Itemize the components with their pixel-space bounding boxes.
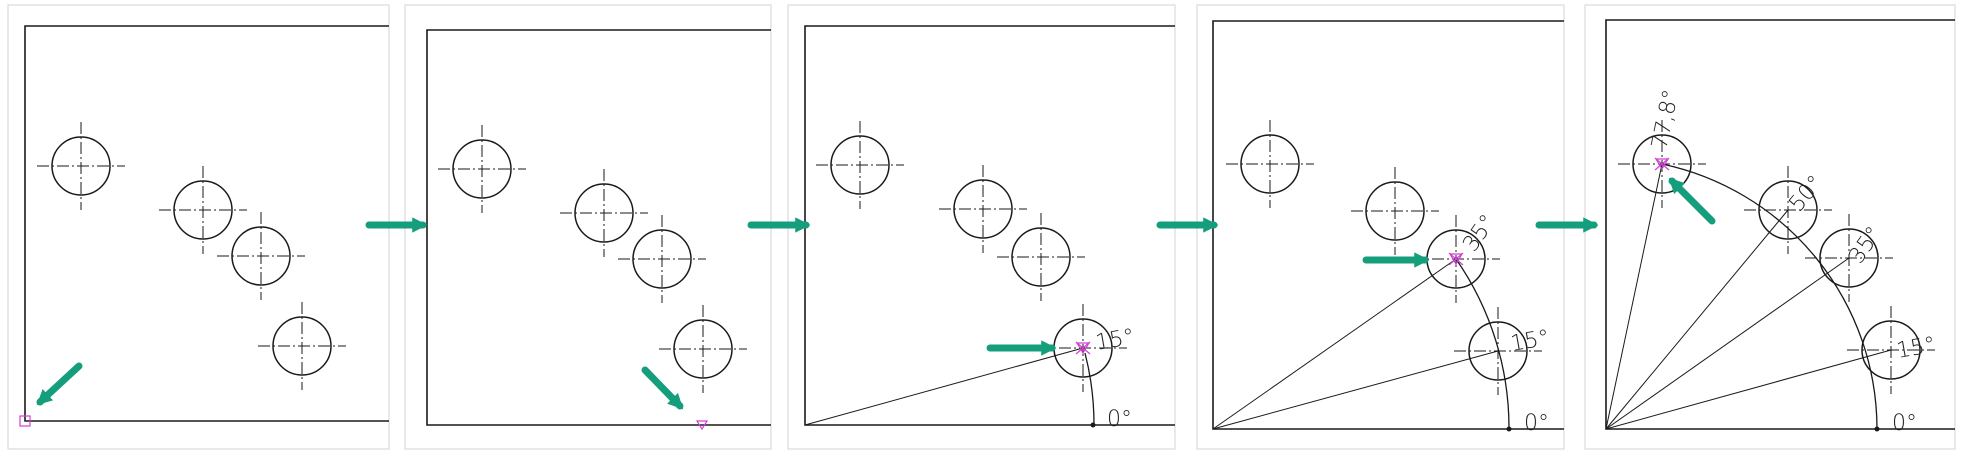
arc-start-point — [1090, 422, 1096, 428]
snap-marker-icon — [1075, 341, 1091, 355]
step-2-panel — [404, 4, 772, 450]
angle-ray — [1212, 258, 1457, 430]
snap-marker-icon — [1654, 158, 1670, 171]
pointer-arrow — [36, 362, 83, 406]
angle-arc — [1455, 258, 1510, 430]
endpoint-marker-icon — [695, 420, 709, 431]
panel-border — [404, 4, 772, 450]
angle-ray — [1605, 209, 1789, 430]
step-3-panel: 15°0° — [787, 4, 1176, 450]
step-4-panel: 35°15°0° — [1196, 4, 1565, 450]
panel-border — [1196, 4, 1565, 450]
angle-ray — [1605, 349, 1892, 430]
angle-label: 0° — [1892, 411, 1917, 436]
pointer-arrow — [1668, 177, 1716, 225]
angle-ray — [1605, 163, 1663, 430]
step-5-panel: 77,8°50°35°15°0° — [1584, 4, 1956, 450]
sheet-outline — [1605, 19, 1955, 430]
snap-marker-icon — [1448, 253, 1464, 266]
arc-start-point — [1506, 426, 1512, 432]
angle-ray — [1605, 257, 1850, 430]
pointer-arrow — [641, 366, 684, 410]
angle-ray — [804, 347, 1084, 426]
panel-border — [787, 4, 1176, 450]
arc-start-point — [1874, 426, 1880, 432]
snap-marker-icon — [1075, 342, 1091, 355]
angle-ray — [1212, 350, 1499, 430]
origin-marker-icon — [19, 415, 31, 427]
angle-arc — [1661, 163, 1878, 430]
snap-marker-icon — [1448, 252, 1464, 266]
angle-label: 0° — [1524, 411, 1549, 436]
panel-border — [1584, 4, 1956, 450]
angle-arc — [1084, 352, 1095, 426]
snap-marker-icon — [1654, 157, 1670, 171]
angle-label: 0° — [1107, 407, 1132, 432]
sheet-outline — [24, 25, 389, 422]
